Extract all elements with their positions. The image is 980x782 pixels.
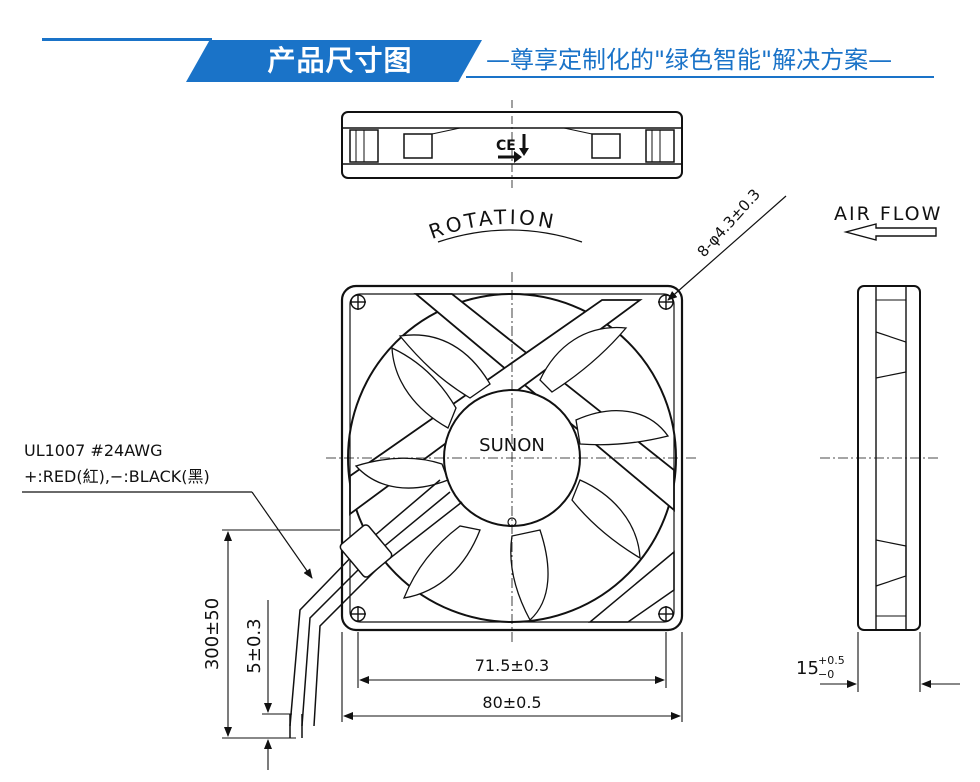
rotation-arrow-icon	[437, 229, 583, 243]
fan-side-view	[820, 285, 940, 631]
header-rule-left	[42, 38, 212, 41]
page-subtitle: —尊享定制化的"绿色智能"解决方案—	[486, 46, 893, 74]
fan-top-view	[341, 100, 683, 190]
ce-mark: CE	[496, 138, 516, 154]
mounting-holes	[350, 294, 674, 622]
fan-front-view	[326, 272, 698, 642]
dim-thickness-tol-lower: −0	[818, 668, 834, 681]
dim-frame-width: 80±0.5	[482, 693, 541, 712]
dim-strip-length: 5±0.3	[244, 618, 265, 673]
dim-lead-length: 300±50	[202, 598, 223, 670]
rotation-label: ROTATION	[426, 205, 559, 244]
fan-lead-wires	[289, 479, 463, 738]
dim-hole-pitch: 71.5±0.3	[475, 656, 549, 675]
dim-thickness-base: 15	[796, 658, 819, 679]
page-title: 产品尺寸图	[267, 44, 413, 77]
hole-callout-leader	[667, 195, 787, 301]
page-header: 产品尺寸图 —尊享定制化的"绿色智能"解决方案—	[0, 0, 980, 90]
hole-callout: 8-φ4.3±0.3	[694, 185, 764, 260]
dimension-lines	[222, 529, 960, 770]
air-direction-icon	[498, 134, 529, 163]
air-flow-arrow-icon	[843, 223, 937, 241]
wire-spec-line2: +:RED(紅),−:BLACK(黑)	[24, 467, 210, 486]
brand-label: SUNON	[479, 435, 545, 456]
dim-thickness-tol-upper: +0.5	[818, 654, 845, 667]
wire-spec-line1: UL1007 #24AWG	[24, 441, 162, 460]
air-flow-label: AIR FLOW	[834, 203, 942, 225]
title-banner	[186, 40, 482, 82]
wire-spec-leader	[22, 491, 313, 579]
header-rule-right	[466, 76, 934, 78]
